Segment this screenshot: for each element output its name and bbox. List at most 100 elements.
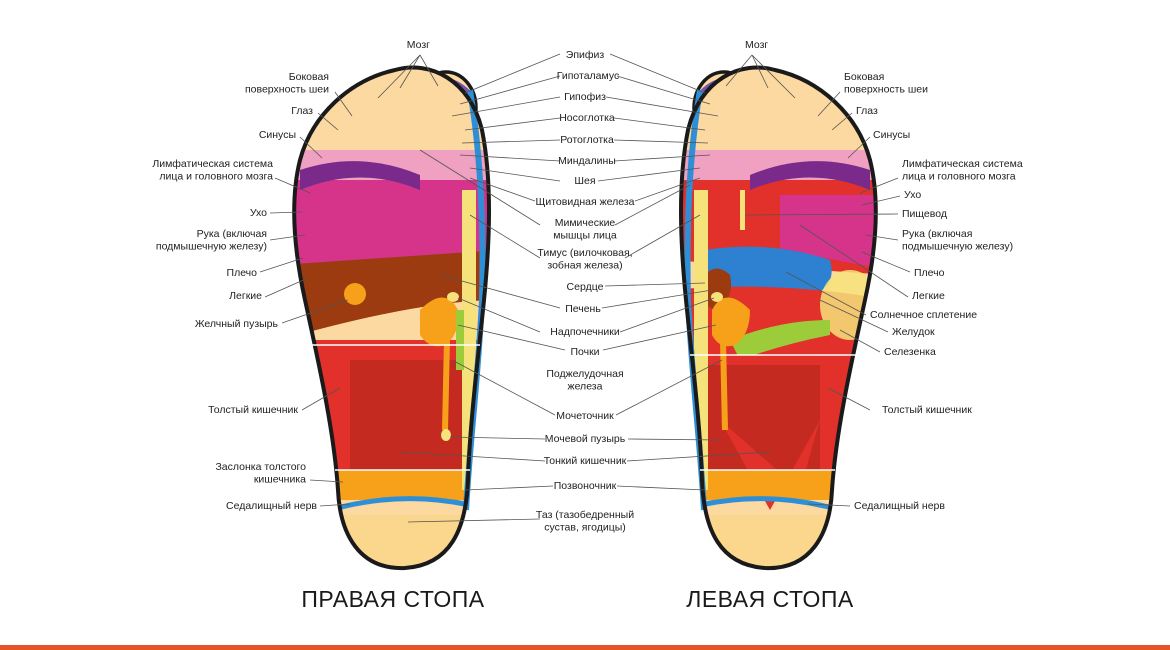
label-line: кишечника [254, 474, 306, 486]
leader-l-sinuses [847, 136, 871, 159]
label-line: Тонкий кишечник [544, 455, 627, 467]
label-line: Седалищный нерв [226, 500, 317, 512]
leader-c-spine-r [464, 485, 554, 491]
right-zone-lungs-band [300, 161, 420, 190]
leader-r-sinuses [299, 136, 323, 159]
leader-r-valve [309, 479, 344, 483]
right-zone-adrenal [447, 292, 459, 302]
label-line: подмышечную железу) [156, 241, 267, 253]
label-line: Поджелудочная [546, 368, 623, 380]
leader-r-colon [301, 387, 341, 411]
label-line: Тимус (вилочковая, [537, 247, 632, 259]
left-foot-label-spleen: Селезенка [884, 346, 936, 358]
label-line: железа [568, 381, 603, 393]
label-line: лица и головного мозга [902, 171, 1016, 183]
label-line: Синусы [873, 129, 910, 141]
center-label-pineal: Эпифиз [566, 49, 605, 61]
label-line: Щитовидная железа [536, 196, 635, 208]
center-label-oropharynx: Ротоглотка [560, 134, 614, 146]
label-line: Ротоглотка [560, 134, 614, 146]
center-label-liver: Печень [565, 303, 601, 315]
leader-c-small-intestine-l [626, 451, 771, 462]
left-foot-label-esophagus: Пищевод [902, 208, 947, 220]
left-foot-label-shoulder: Плечо [914, 267, 945, 279]
leader-l-stomach [819, 299, 889, 333]
label-line: мышцы лица [553, 230, 617, 242]
left-zone-magenta [780, 195, 876, 270]
left-foot-label-eye: Глаз [856, 105, 878, 117]
leader-c-hypothalamus-r [459, 75, 561, 105]
label-line: Таз (тазобедренный [536, 509, 634, 521]
leader-l-solar [785, 271, 867, 316]
left-zone-ureter [720, 339, 728, 431]
leader-c-pituitary-l [605, 96, 719, 117]
label-line: зобная железа) [547, 260, 622, 272]
leader-l-esophagus [744, 213, 899, 216]
leader-r-sciatic [319, 503, 351, 507]
bottom-accent-bar [0, 645, 1170, 650]
center-label-tonsils: Миндалины [558, 155, 616, 167]
leader-r-brain [377, 54, 439, 99]
right-zone-kidney [420, 297, 459, 347]
right-foot [292, 65, 491, 571]
leader-c-kidneys-r [457, 324, 566, 351]
label-line: Мозг [407, 39, 430, 51]
label-line: Пищевод [902, 208, 947, 220]
label-line: Гипофиз [564, 91, 606, 103]
label-line: Носоглотка [559, 112, 615, 124]
left-foot-outline [679, 65, 878, 571]
leader-c-small-intestine-r [399, 451, 546, 462]
leader-l-lymph [859, 177, 899, 194]
left-foot-label-sinuses: Синусы [873, 129, 910, 141]
center-label-thymus: Тимус (вилочковая,зобная железа) [537, 247, 632, 272]
center-label-bladder: Мочевой пузырь [545, 433, 626, 445]
leader-c-liver-l [601, 289, 713, 309]
right-foot-label-colon: Толстый кишечник [208, 404, 298, 416]
leader-c-hypothalamus-l [616, 75, 711, 105]
leader-c-neck-l [597, 167, 701, 182]
label-line: Мочеточник [556, 410, 614, 422]
center-label-adrenals: Надпочечники [550, 326, 620, 338]
leader-r-ear [269, 211, 303, 214]
leader-c-adrenals-l [619, 297, 715, 333]
center-label-heart: Сердце [567, 281, 604, 293]
leader-lines [259, 53, 911, 523]
right-zone-ureter [442, 339, 450, 431]
label-line: Глаз [291, 105, 313, 117]
left-zone-sciatic [699, 496, 841, 513]
left-zone-colon-upper [681, 355, 876, 365]
right-foot-title: ПРАВАЯ СТОПА [301, 586, 484, 612]
label-line: подмышечную железу) [902, 241, 1013, 253]
leader-c-facial-l [614, 184, 691, 226]
label-line: Миндалины [558, 155, 616, 167]
leader-l-neck-side [817, 91, 841, 117]
leader-r-eye [317, 112, 339, 131]
leader-c-pineal-r [464, 53, 561, 94]
label-line: Легкие [912, 290, 945, 302]
right-zone-liver [294, 250, 489, 340]
center-label-kidneys: Почки [570, 346, 599, 358]
label-line: Плечо [914, 267, 945, 279]
left-zone-kidney [712, 297, 750, 347]
label-line: лица и головного мозга [159, 171, 273, 183]
leader-c-tonsils-r [459, 154, 561, 162]
leader-c-thyroid-r [469, 177, 536, 202]
label-line: Шея [574, 175, 595, 187]
leader-l-eye [831, 112, 853, 131]
leader-c-nasopharynx-r [464, 117, 561, 131]
leader-c-liver-r [439, 274, 561, 309]
leader-c-nasopharynx-l [613, 117, 706, 131]
label-line: Толстый кишечник [208, 404, 298, 416]
leader-r-lungs [264, 277, 309, 298]
leader-r-neck-side [334, 91, 353, 117]
right-zone-sciatic [329, 496, 471, 513]
left-foot-title: ЛЕВАЯ СТОПА [686, 586, 854, 612]
leader-c-neck-r [469, 167, 561, 182]
leader-c-pituitary-r [451, 96, 561, 117]
